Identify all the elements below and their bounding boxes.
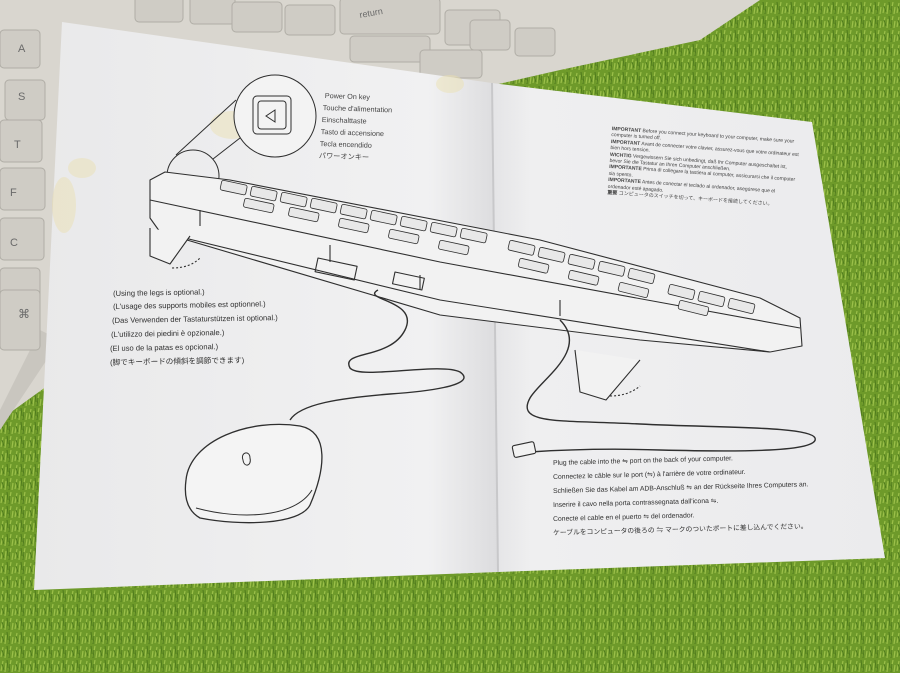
power-key-label-ja: パワーオンキー xyxy=(318,151,370,162)
keycap-legends: return A S F T C ⌘ xyxy=(10,6,384,321)
keycap-command: ⌘ xyxy=(18,307,30,321)
legs-note-it: (L'utilizzo dei piedini è opzionale.) xyxy=(110,328,225,339)
manual-page-left xyxy=(34,22,498,590)
power-key-label-it: Tasto di accensione xyxy=(320,127,385,139)
legs-note-en: (Using the legs is optional.) xyxy=(112,287,205,298)
keyboard-diagram xyxy=(149,171,816,524)
keycap-c: C xyxy=(10,237,18,249)
power-key-label-es: Tecla encendido xyxy=(319,139,372,150)
page-fold xyxy=(491,82,499,573)
legs-note-es: (El uso de la patas es opcional.) xyxy=(109,342,219,353)
keycap-f: F xyxy=(10,187,17,199)
important-block: IMPORTANT Before you connect your keyboa… xyxy=(607,126,801,209)
power-key-label-en: Power On key xyxy=(324,91,371,102)
power-key-label-de: Einschalttaste xyxy=(321,115,367,126)
keycap-return: return xyxy=(359,6,384,20)
keycap-s: S xyxy=(18,91,25,103)
keycap-t: T xyxy=(14,139,21,151)
keycap-a: A xyxy=(18,43,26,55)
power-key-label-fr: Touche d'alimentation xyxy=(322,103,393,115)
